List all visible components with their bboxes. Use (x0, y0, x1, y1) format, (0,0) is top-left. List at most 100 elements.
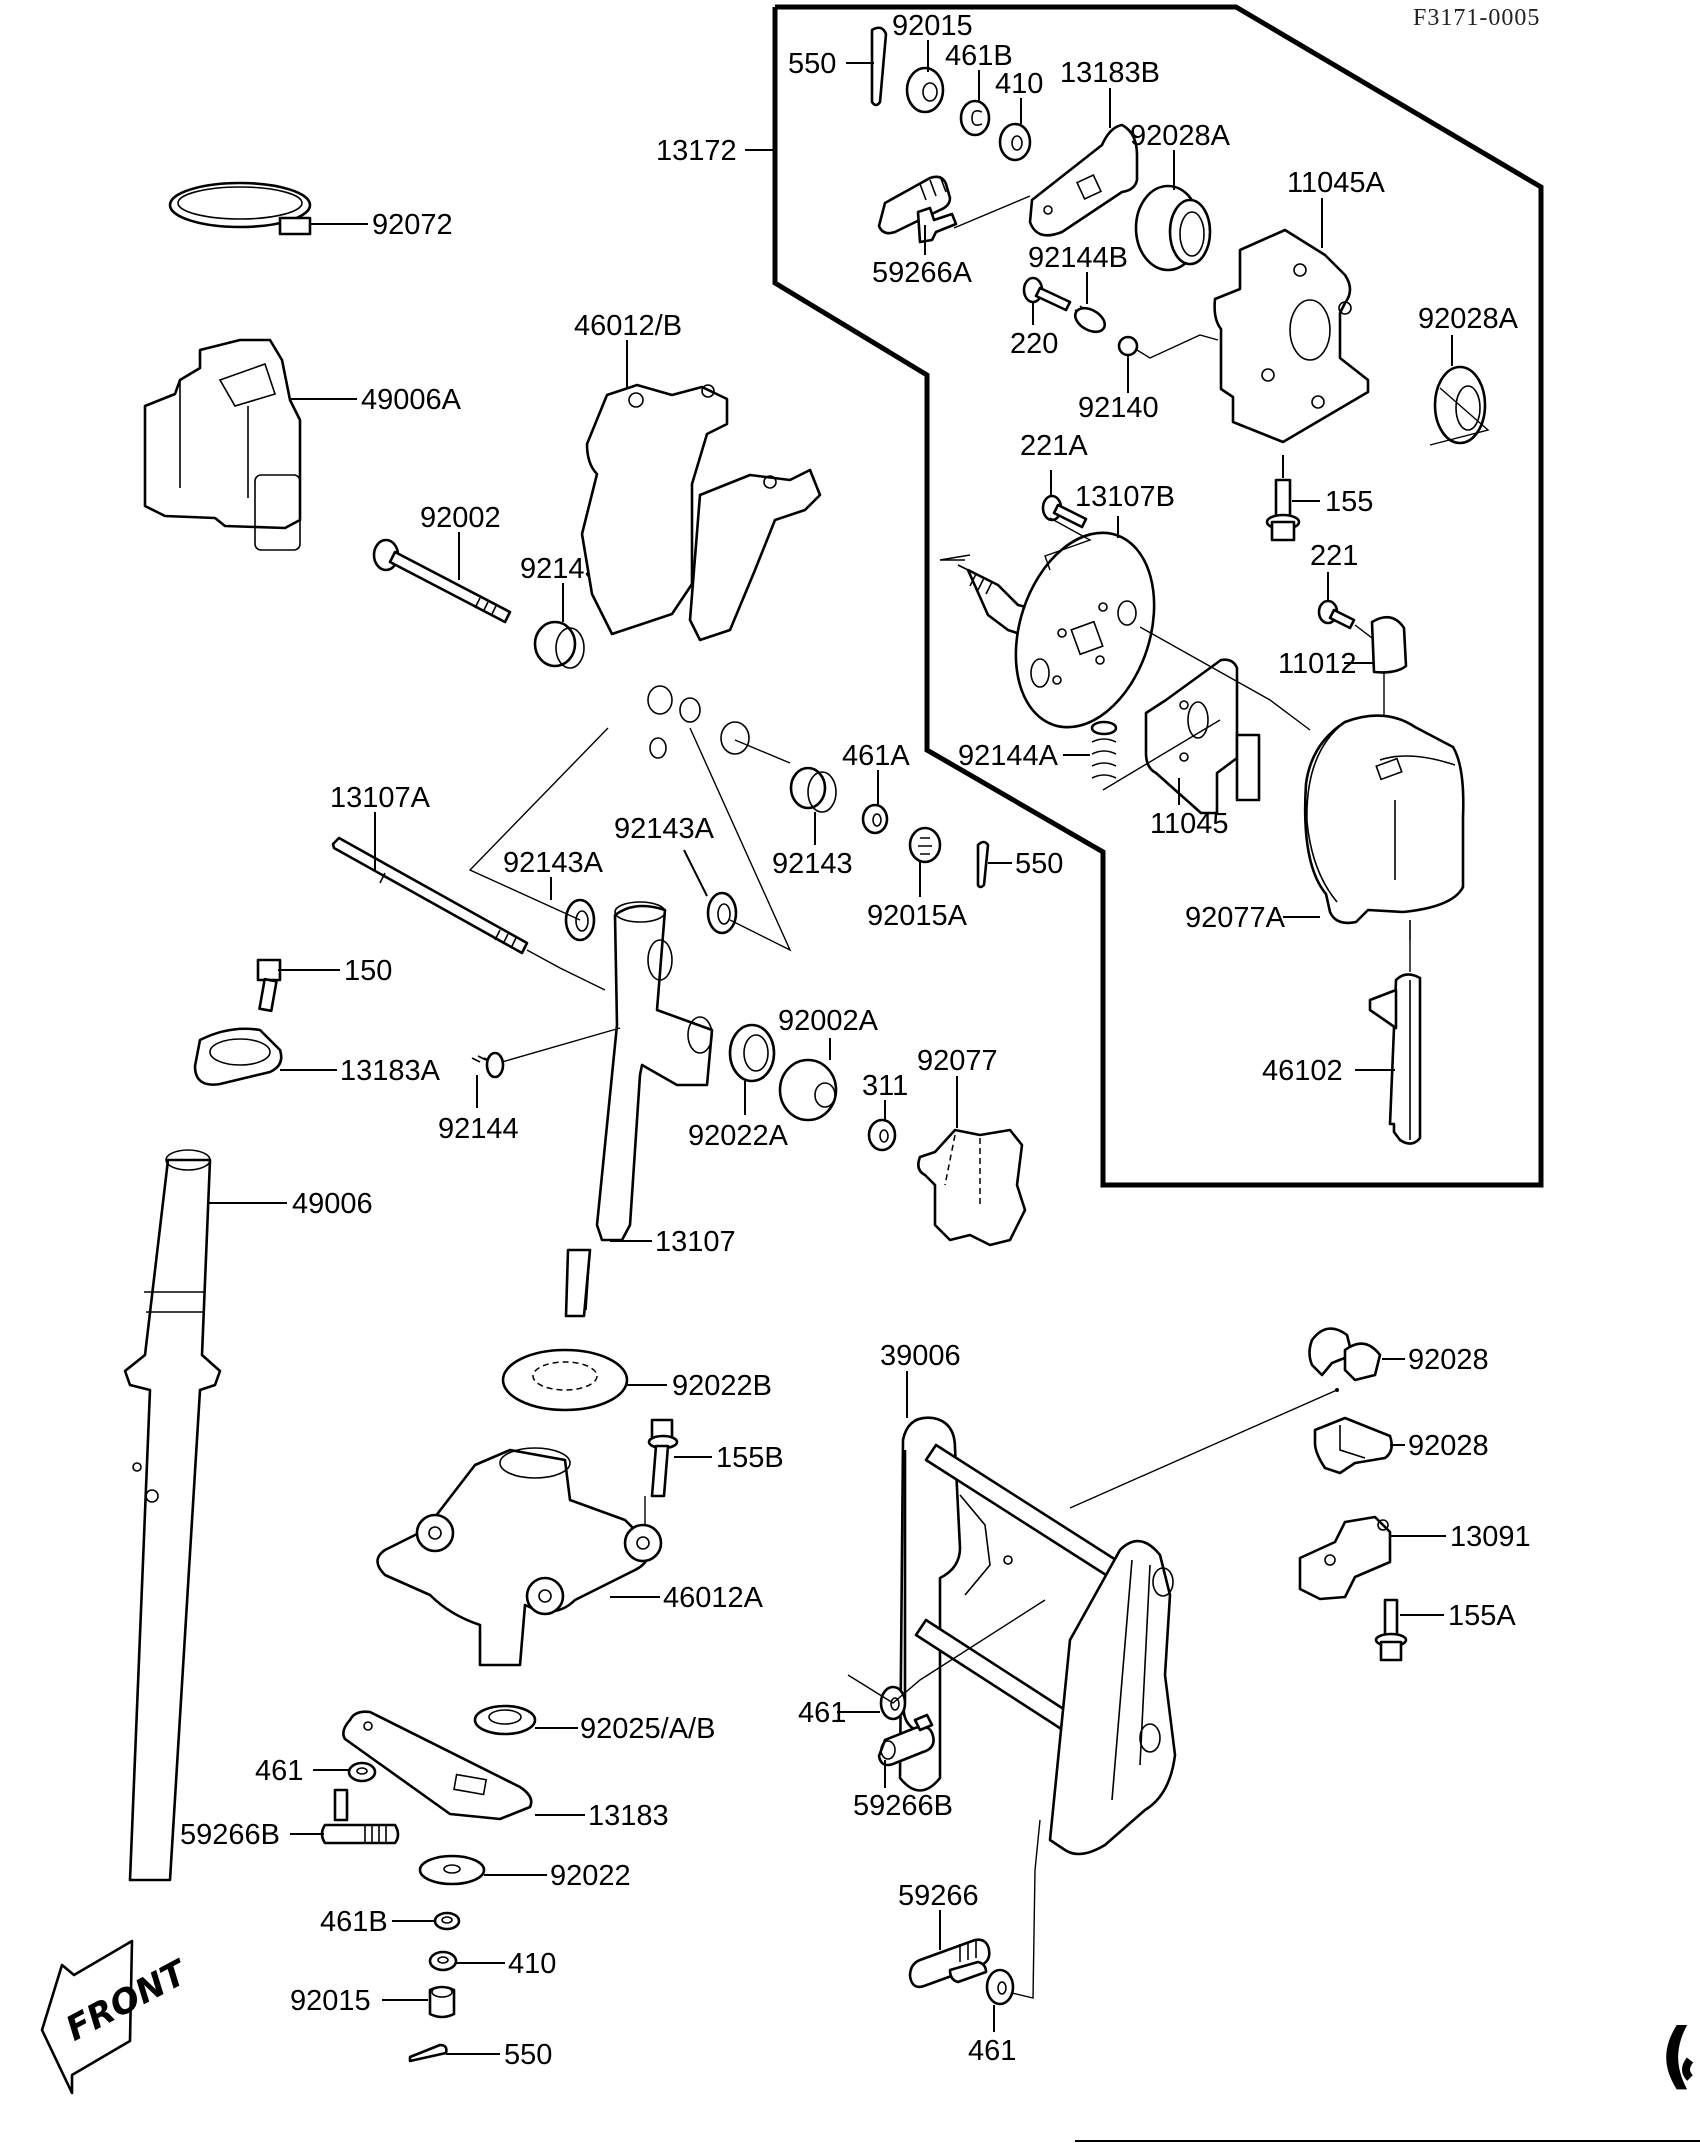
edge-glyph-tail (1682, 2057, 1694, 2081)
leader-92143A-upper (683, 849, 708, 897)
label-221: 221 (1310, 540, 1358, 572)
label-92025AB: 92025/A/B (580, 1713, 715, 1745)
washer-461B-bottom (433, 1911, 461, 1931)
label-155B: 155B (716, 1442, 784, 1474)
label-461-bracket: 461 (798, 1697, 846, 1729)
guide-59266A-to-lever (953, 195, 1031, 229)
label-92144: 92144 (438, 1113, 519, 1145)
label-13183B: 13183B (1060, 57, 1160, 89)
grease-nipple-59266A (877, 175, 958, 244)
guide-92143A-lower-to-bracket (468, 727, 609, 921)
subassembly-box-outline (772, 4, 1544, 1188)
label-92143-mid: 92143 (772, 848, 853, 880)
label-59266A: 59266A (872, 257, 973, 289)
knob-assembly-92077A (1303, 714, 1465, 940)
cotter-pin-550-top (870, 26, 888, 107)
label-92015-bottom: 92015 (290, 1985, 371, 2017)
guide-bracket-to-bushing (734, 739, 791, 764)
castle-nut-92015-top (905, 66, 945, 114)
guide-spring-to-yoke (501, 1027, 621, 1063)
disc-shaft-13107B (957, 531, 1156, 729)
bracket-frame-39006 (898, 1416, 1177, 1856)
spring-92144 (471, 1051, 505, 1079)
label-461B-bottom: 461B (320, 1906, 388, 1938)
reference-code: F3171-0005 (1413, 5, 1540, 31)
spring-92144A (1090, 720, 1118, 779)
guide-461-to-frame (847, 1599, 1046, 1704)
label-155A: 155A (1448, 1600, 1516, 1632)
label-461B-top: 461B (945, 40, 1013, 72)
label-92028-lower: 92028 (1408, 1430, 1489, 1462)
label-11012: 11012 (1278, 648, 1357, 680)
washer-461-bottom (985, 1968, 1015, 2006)
guide-disc-to-knob (1139, 626, 1311, 731)
washer-92022B (501, 1348, 629, 1412)
label-550-mid: 550 (1015, 848, 1063, 880)
housing-11045A (1213, 228, 1370, 444)
spring-92144B (1073, 305, 1107, 334)
label-311: 311 (862, 1070, 908, 1102)
label-461-left: 461 (255, 1755, 303, 1787)
knob-92077 (917, 1128, 1027, 1247)
label-92143A-lower: 92143A (503, 847, 604, 879)
edge-glyph: ( (1660, 2013, 1693, 2097)
cotter-pin-550-mid (976, 840, 990, 889)
label-92015-top: 92015 (892, 10, 973, 42)
label-92002: 92002 (420, 502, 501, 534)
label-13107B: 13107B (1075, 481, 1175, 513)
washer-461-left (347, 1761, 377, 1783)
bolt-155B (647, 1418, 679, 1498)
bolt-155A (1374, 1598, 1408, 1662)
washer-92022A (728, 1023, 776, 1083)
rod-13107A (331, 836, 529, 955)
label-92077A: 92077A (1185, 902, 1286, 934)
label-46012B: 46012/B (574, 310, 682, 342)
washer-92025AB (473, 1704, 537, 1736)
guide-frame-to-92028 (1069, 1389, 1338, 1509)
bolt-155 (1265, 478, 1301, 542)
bushing-92028-lower (1313, 1416, 1393, 1475)
guide-spring-to-plate (1102, 719, 1221, 791)
grease-nipple-59266B-left (320, 1788, 400, 1845)
label-59266B-center: 59266B (853, 1790, 953, 1822)
washer-92143A-upper (706, 891, 738, 935)
label-92144B: 92144B (1028, 242, 1128, 274)
label-92002A: 92002A (778, 1005, 879, 1037)
hose-clamp-92072 (168, 181, 312, 236)
label-92077: 92077 (917, 1045, 998, 1077)
guide-disc-shaft (939, 554, 971, 561)
cover-49006A (143, 338, 302, 551)
bracket-46012B (580, 383, 822, 759)
label-92028A-top: 92028A (1130, 120, 1231, 152)
label-59266: 59266 (898, 1880, 979, 1912)
label-49006: 49006 (292, 1188, 373, 1220)
screw-221 (1317, 599, 1356, 630)
lever-13183 (342, 1710, 533, 1821)
label-550-top: 550 (788, 48, 836, 80)
base-46012A (376, 1447, 663, 1667)
shaft-46102 (1368, 973, 1422, 1145)
label-92022B: 92022B (672, 1370, 772, 1402)
guide-92140-to-housing (1136, 334, 1219, 359)
label-13107: 13107 (655, 1226, 736, 1258)
gasket-plate-13183A (193, 1027, 283, 1086)
grease-nipple-59266B-center (877, 1713, 935, 1767)
label-92140: 92140 (1078, 392, 1159, 424)
guide-rod-to-shaft (526, 949, 606, 991)
label-92028A-right: 92028A (1418, 303, 1519, 335)
label-220: 220 (1010, 328, 1058, 360)
guide-221A-to-disc (1044, 517, 1092, 571)
label-13091: 13091 (1450, 1521, 1531, 1553)
label-13183: 13183 (588, 1800, 669, 1832)
bushing-92028-upper (1308, 1327, 1382, 1382)
label-92144A: 92144A (958, 740, 1059, 772)
label-461-bottom: 461 (968, 2035, 1016, 2067)
label-59266B-left: 59266B (180, 1819, 280, 1851)
guide-frame-to-461-bottom (1011, 1819, 1041, 1999)
label-150: 150 (344, 955, 392, 987)
clamp-13091 (1298, 1515, 1392, 1601)
label-410-top: 410 (995, 68, 1043, 100)
washer-92022 (418, 1854, 486, 1886)
label-92028-upper: 92028 (1408, 1344, 1489, 1376)
